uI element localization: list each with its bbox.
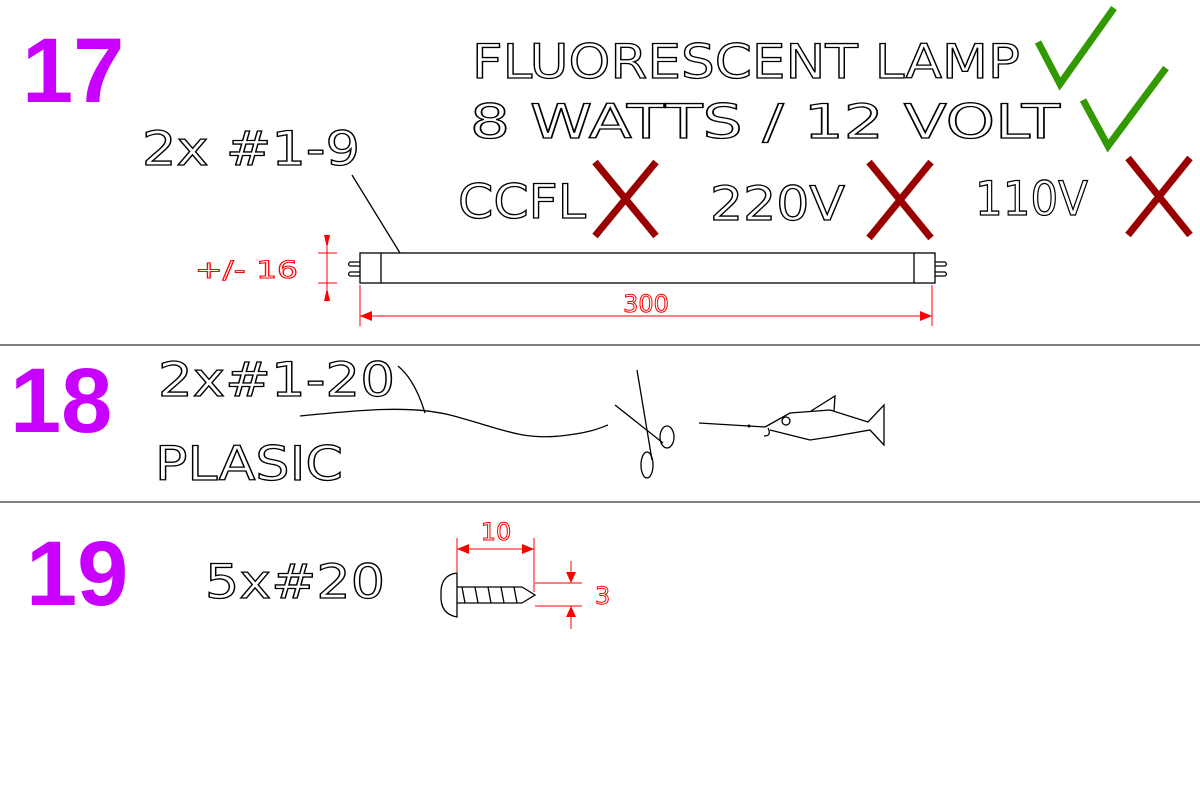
check-icon	[1079, 65, 1169, 153]
length-dimension: 300	[623, 290, 669, 318]
lamp-title: FLUORESCENT LAMP	[472, 35, 1020, 90]
screw-length-dimension-line	[456, 538, 535, 592]
option-110v: 110V	[975, 172, 1088, 227]
option-ccfl: CCFL	[458, 175, 586, 230]
length-dimension-line	[359, 285, 933, 326]
x-icon	[1125, 155, 1193, 238]
material-label: PLASIC	[155, 437, 343, 492]
check-icon	[1034, 5, 1117, 91]
section-17: 17 FLUORESCENT LAMP 8 WATTS / 12 VOLT 2x…	[22, 5, 1193, 326]
fluorescent-lamp-drawing	[347, 252, 948, 284]
section-19: 19 5x#20 10 3	[26, 518, 611, 629]
scissors-icon	[614, 369, 675, 479]
screw-diameter-dimension: 3	[595, 582, 610, 610]
item-number-18: 18	[10, 350, 112, 452]
screw-diameter-dimension-line	[535, 561, 582, 629]
quantity-label: 5x#20	[205, 555, 385, 610]
leader-line	[351, 174, 401, 254]
x-icon	[866, 159, 934, 241]
screw-length-dimension: 10	[481, 518, 512, 546]
fish-icon	[698, 394, 885, 447]
option-220v: 220V	[710, 177, 845, 232]
section-18: 18 2x#1-20 PLASIC	[10, 350, 885, 493]
lamp-spec: 8 WATTS / 12 VOLT	[470, 95, 1060, 150]
diameter-dimension-line	[318, 235, 337, 301]
item-number-19: 19	[26, 523, 128, 625]
fishing-line-icon	[299, 408, 609, 438]
quantity-label: 2x#1-20	[158, 353, 395, 408]
x-icon	[592, 159, 659, 239]
diameter-dimension: +/- 16	[195, 256, 298, 284]
screw-icon	[440, 572, 537, 618]
item-number-17: 17	[22, 20, 124, 122]
quantity-label: 2x #1-9	[142, 122, 360, 177]
leader-line	[397, 365, 426, 414]
